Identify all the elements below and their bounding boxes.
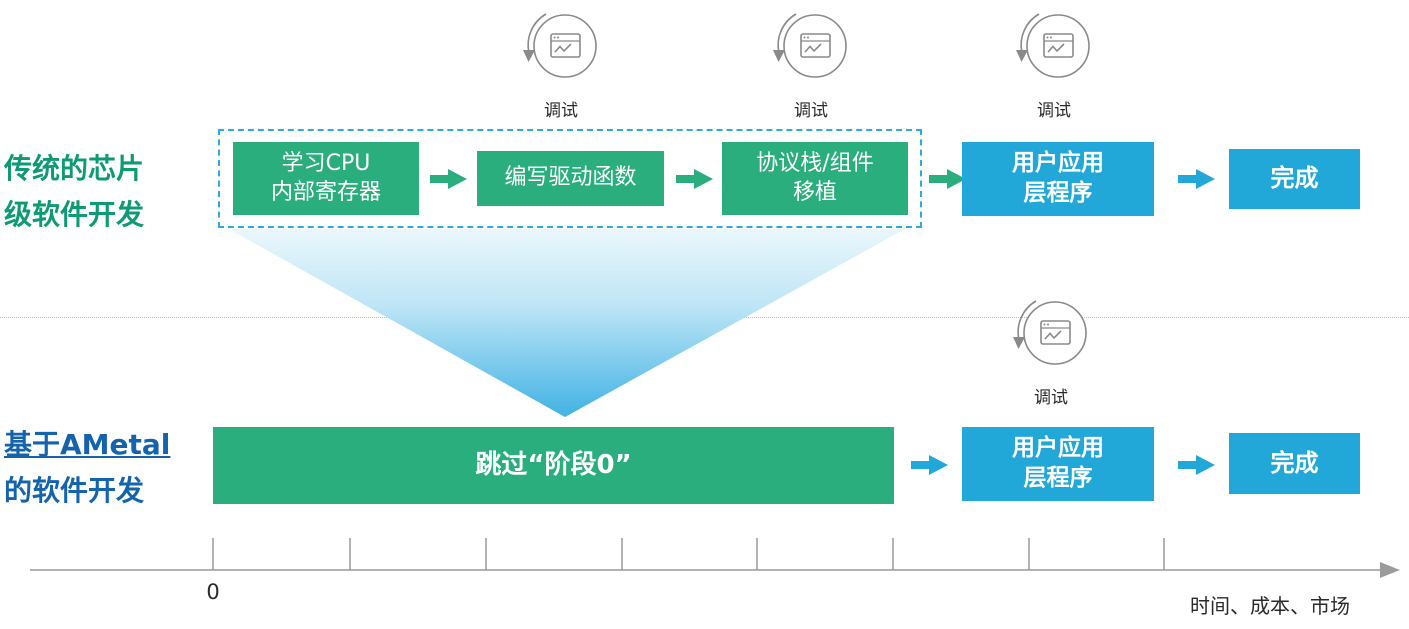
debug-refresh-icon <box>523 13 597 78</box>
funnel-shape <box>229 229 905 417</box>
debug-refresh-icon <box>1013 300 1087 365</box>
stage-box-write-driver: 编写驱动函数 <box>477 151 664 206</box>
timeline-axis <box>30 538 1400 578</box>
stage-box-learn-cpu: 学习CPU 内部寄存器 <box>233 142 419 215</box>
arrow-right-icon <box>430 169 467 189</box>
app-layer-box-top: 用户应用 层程序 <box>962 142 1154 216</box>
arrow-right-icon <box>1178 455 1215 475</box>
stage0-dashed-container <box>218 129 922 228</box>
done-box-bottom: 完成 <box>1229 433 1360 494</box>
stage-box-protocol-port: 协议栈/组件 移植 <box>722 142 908 215</box>
arrow-right-icon <box>929 169 966 189</box>
ametal-flow-label-line2: 的软件开发 <box>4 474 145 507</box>
debug-step-1: 调试 <box>518 6 604 121</box>
debug-label: 调试 <box>794 101 828 121</box>
debug-label: 调试 <box>1037 101 1071 121</box>
debug-step-3: 调试 <box>1011 6 1097 121</box>
arrow-right-icon <box>676 169 713 189</box>
arrow-right-icon <box>1178 169 1215 189</box>
debug-refresh-icon <box>773 13 847 78</box>
debug-label: 调试 <box>1034 388 1068 408</box>
app-layer-box-bottom: 用户应用 层程序 <box>962 427 1154 501</box>
arrow-right-icon <box>911 455 948 475</box>
ametal-flow-label-line1: 基于AMetal <box>4 428 171 461</box>
debug-step-2: 调试 <box>768 6 854 121</box>
debug-refresh-icon <box>1016 13 1090 78</box>
debug-step-ametal: 调试 <box>1008 293 1094 408</box>
traditional-flow-label: 传统的芯片 级软件开发 <box>4 152 145 231</box>
debug-label: 调试 <box>544 101 578 121</box>
skip-stage0-bar: 跳过“阶段0” <box>213 427 894 504</box>
axis-origin-label: 0 <box>206 580 220 604</box>
axis-caption: 时间、成本、市场 <box>1190 594 1350 618</box>
done-box-top: 完成 <box>1229 149 1360 209</box>
